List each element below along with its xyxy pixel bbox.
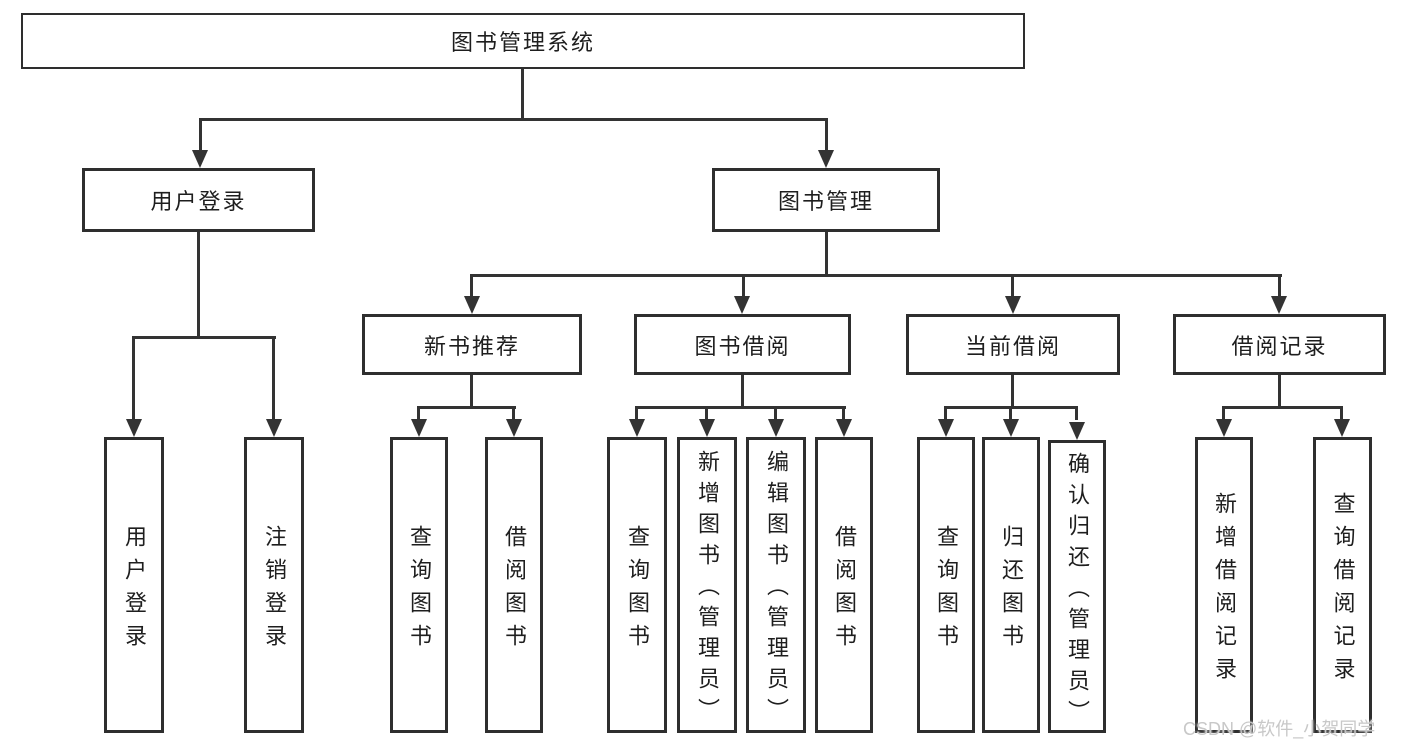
- connector-line: [133, 336, 276, 339]
- arrow-down-icon: [266, 419, 282, 437]
- leaf-query-books-recommend: 查询图书: [390, 437, 448, 733]
- leaf-borrow-books-recommend: 借阅图书: [485, 437, 543, 733]
- arrow-down-icon: [1005, 296, 1021, 314]
- node-user-login: 用户登录: [82, 168, 315, 232]
- connector-line: [1278, 274, 1281, 297]
- leaf-query-books-current: 查询图书: [917, 437, 975, 733]
- connector-line: [197, 232, 200, 336]
- watermark: CSDN @软件_小贺同学: [1183, 719, 1376, 739]
- leaf-query-books-borrowing: 查询图书: [607, 437, 667, 733]
- node-current-borrowing: 当前借阅: [906, 314, 1120, 375]
- connector-line: [418, 406, 516, 409]
- connector-line: [417, 406, 420, 420]
- connector-line: [825, 232, 828, 274]
- arrow-down-icon: [836, 419, 852, 437]
- connector-line: [944, 406, 947, 420]
- connector-line: [636, 406, 846, 409]
- connector-line: [1011, 375, 1014, 406]
- leaf-query-borrow-record: 查询借阅记录: [1313, 437, 1372, 733]
- arrow-down-icon: [818, 150, 834, 168]
- arrow-down-icon: [1216, 419, 1232, 437]
- leaf-user-login: 用户登录: [104, 437, 164, 733]
- connector-line: [1075, 406, 1078, 420]
- connector-line: [742, 274, 745, 297]
- node-book-borrowing: 图书借阅: [634, 314, 851, 375]
- arrow-down-icon: [768, 419, 784, 437]
- leaf-borrow-books-borrowing: 借阅图书: [815, 437, 873, 733]
- arrow-down-icon: [1271, 296, 1287, 314]
- connector-line: [470, 274, 1282, 277]
- connector-line: [741, 375, 744, 406]
- arrow-down-icon: [1069, 422, 1085, 440]
- leaf-edit-book-admin: 编辑图书（管理员）: [746, 437, 806, 733]
- connector-line: [1222, 406, 1225, 420]
- connector-line: [1009, 406, 1012, 420]
- arrow-down-icon: [734, 296, 750, 314]
- leaf-add-borrow-record: 新增借阅记录: [1195, 437, 1253, 733]
- leaf-return-books: 归还图书: [982, 437, 1040, 733]
- connector-line: [512, 406, 515, 420]
- arrow-down-icon: [506, 419, 522, 437]
- arrow-down-icon: [192, 150, 208, 168]
- connector-line: [825, 118, 828, 152]
- arrow-down-icon: [126, 419, 142, 437]
- connector-line: [774, 406, 777, 420]
- connector-line: [1278, 375, 1281, 406]
- arrow-down-icon: [411, 419, 427, 437]
- node-library-management-system: 图书管理系统: [21, 13, 1025, 69]
- connector-line: [199, 118, 828, 121]
- leaf-add-book-admin: 新增图书（管理员）: [677, 437, 737, 733]
- arrow-down-icon: [938, 419, 954, 437]
- connector-line: [470, 274, 473, 297]
- connector-line: [1222, 406, 1343, 409]
- leaf-logout: 注销登录: [244, 437, 304, 733]
- connector-line: [272, 336, 275, 421]
- connector-line: [1340, 406, 1343, 420]
- connector-line: [1011, 274, 1014, 297]
- node-book-management: 图书管理: [712, 168, 940, 232]
- connector-line: [635, 406, 638, 420]
- node-new-book-recommendation: 新书推荐: [362, 314, 582, 375]
- arrow-down-icon: [1003, 419, 1019, 437]
- connector-line: [132, 336, 135, 421]
- connector-line: [470, 375, 473, 406]
- arrow-down-icon: [464, 296, 480, 314]
- arrow-down-icon: [1334, 419, 1350, 437]
- node-borrowing-records: 借阅记录: [1173, 314, 1386, 375]
- connector-line: [842, 406, 845, 420]
- connector-line: [705, 406, 708, 420]
- leaf-confirm-return-admin: 确认归还（管理员）: [1048, 440, 1106, 733]
- connector-line: [521, 69, 524, 118]
- arrow-down-icon: [699, 419, 715, 437]
- connector-line: [199, 118, 202, 152]
- arrow-down-icon: [629, 419, 645, 437]
